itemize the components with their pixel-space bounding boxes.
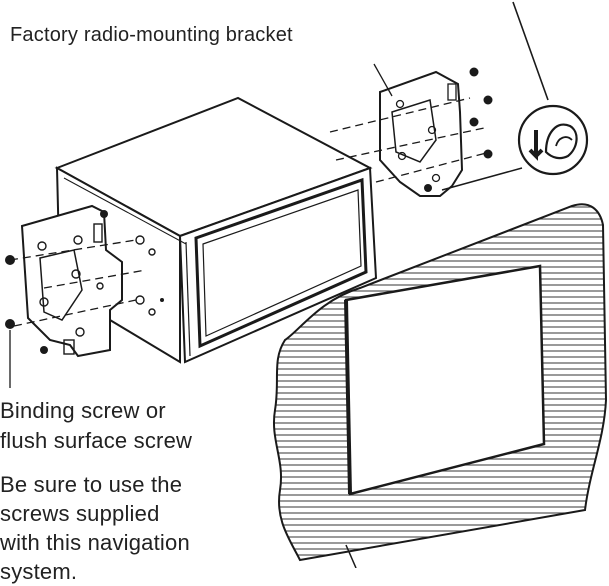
screws-note-line-4: system. bbox=[0, 559, 78, 584]
navigation-unit bbox=[54, 96, 378, 364]
factory-bracket-drawing bbox=[329, 63, 491, 197]
clip-bend-detail-icon bbox=[441, 104, 589, 191]
screw-label: Binding screw or flush surface screw bbox=[0, 396, 192, 456]
dashboard-panel bbox=[273, 203, 608, 568]
callout-leader-line bbox=[512, 1, 549, 101]
screw-label-line-2: flush surface screw bbox=[0, 428, 193, 453]
screws-note-line-2: screws supplied bbox=[0, 501, 160, 526]
factory-bracket-label: Factory radio-mounting bracket bbox=[10, 24, 293, 46]
left-mounting-bracket bbox=[9, 204, 147, 358]
screw-label-line-1: Binding screw or bbox=[0, 398, 166, 423]
screws-note: Be sure to use the screws supplied with … bbox=[0, 470, 190, 586]
screws-note-line-1: Be sure to use the bbox=[0, 472, 183, 497]
screws-note-line-3: with this navigation bbox=[0, 530, 190, 555]
screw-icon bbox=[5, 210, 108, 354]
unit-screen bbox=[194, 177, 368, 349]
diagram-drawing bbox=[5, 1, 608, 568]
screw-icon bbox=[424, 67, 493, 192]
